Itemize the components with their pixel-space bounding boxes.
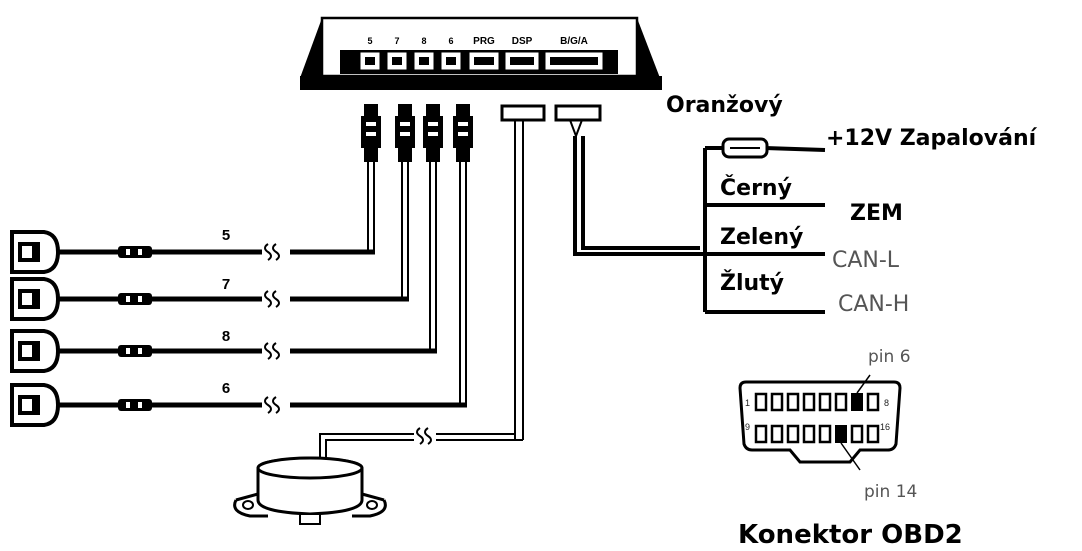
port-label-8: 8	[421, 36, 426, 46]
obd-pin-6-label: pin 6	[868, 347, 911, 367]
can-wiring	[703, 146, 826, 314]
wire-black-label: Černý	[720, 175, 792, 201]
obd-pin-9-label: 9	[745, 422, 750, 432]
ignition-label: +12V Zapalování	[826, 126, 1038, 151]
buzzer	[233, 456, 387, 525]
obd-pin-16-label: 16	[880, 422, 890, 432]
port-label-5: 5	[367, 36, 372, 46]
cable-couplers	[118, 246, 152, 411]
ground-label: ZEM	[850, 201, 903, 226]
obd-pin-1-label: 1	[745, 398, 750, 408]
sensor-plugs	[361, 104, 473, 162]
obd-connector-title: Konektor OBD2	[738, 520, 963, 550]
obd2-connector	[738, 374, 902, 471]
port-label-6: 6	[448, 36, 453, 46]
control-unit: 5 7 8 6 PRG DSP B/G/A	[300, 16, 662, 90]
dsp-plug	[500, 104, 546, 440]
sensor-label-6: 6	[222, 380, 230, 397]
wire-green-label: Zelený	[720, 225, 803, 250]
sensor-label-8: 8	[222, 328, 230, 345]
port-label-7: 7	[394, 36, 399, 46]
port-label-dsp: DSP	[512, 36, 533, 47]
sensor-label-7: 7	[222, 276, 230, 293]
port-label-bga: B/G/A	[560, 36, 588, 47]
sensor-label-5: 5	[222, 227, 230, 244]
port-label-prg: PRG	[473, 36, 495, 47]
fuse-holder	[721, 137, 769, 159]
can-l-label: CAN-L	[832, 248, 900, 273]
sensor-cables	[55, 162, 467, 408]
obd-pin-14-label: pin 14	[864, 482, 917, 502]
wire-orange-label: Oranžový	[666, 93, 783, 118]
obd-pin-8-label: 8	[884, 398, 889, 408]
wire-yellow-label: Žlutý	[720, 270, 784, 296]
cable-break-marks	[264, 243, 432, 445]
can-plug	[554, 104, 705, 256]
can-h-label: CAN-H	[838, 292, 909, 317]
